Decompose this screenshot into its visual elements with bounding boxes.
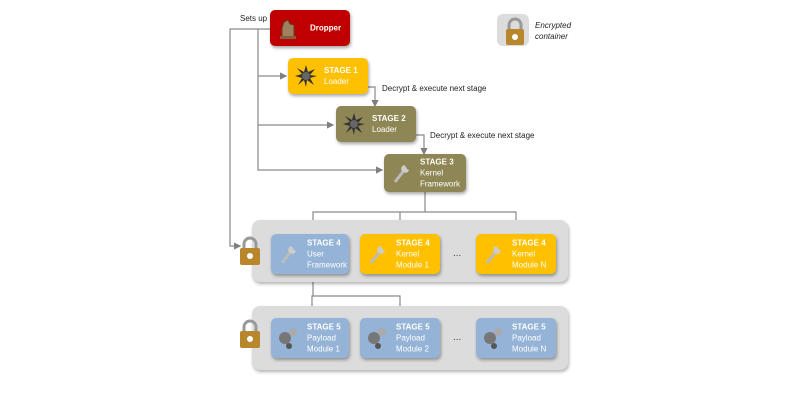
wrench-icon: [280, 246, 296, 264]
dropper-title: Dropper: [310, 23, 342, 33]
wrench-icon: [485, 246, 501, 264]
sets-up-label: Sets up: [240, 14, 268, 23]
stage5-line1: Payload: [307, 333, 336, 343]
decrypt-label-1: Decrypt & execute next stage: [382, 84, 487, 93]
stage4-line1: Kernel: [512, 249, 536, 259]
lock-icon: [240, 319, 260, 348]
legend-container-swatch: [497, 14, 529, 46]
stage5-line1: Payload: [512, 333, 541, 343]
stage5-line1: Payload: [396, 333, 425, 343]
wrench-icon: [393, 165, 409, 183]
stage4-line1: Kernel: [396, 249, 420, 259]
lock-icon: [240, 236, 260, 265]
stage5-title: STAGE 5: [307, 322, 341, 332]
stage1-subtitle: Loader: [324, 77, 349, 86]
stage5-title: STAGE 5: [396, 322, 430, 332]
stage1-box[interactable]: STAGE 1 Loader: [288, 58, 368, 94]
stage5-line2: Module 1: [307, 344, 340, 354]
stage2-subtitle: Loader: [372, 125, 397, 134]
spiked-mine-icon: [343, 113, 365, 135]
stage4-line2: Module 1: [396, 260, 429, 270]
stage4-line1: User: [307, 249, 324, 259]
stage3-line2: Framework: [420, 179, 461, 189]
decrypt-label-2: Decrypt & execute next stage: [430, 131, 535, 140]
spiked-mine-icon: [295, 65, 317, 87]
stage5-line2: Module 2: [396, 344, 429, 354]
dropper-box[interactable]: Dropper: [270, 10, 350, 46]
stage5-line2: Module N: [512, 344, 547, 354]
stage1-title: STAGE 1: [324, 66, 358, 75]
stage4-title: STAGE 4: [307, 238, 341, 248]
ellipsis: ...: [453, 248, 462, 259]
stage2-title: STAGE 2: [372, 114, 406, 123]
stage4-line2: Framework: [307, 260, 348, 270]
wrench-icon: [369, 246, 385, 264]
stage3-line1: Kernel: [420, 168, 444, 178]
stage4-title: STAGE 4: [396, 238, 430, 248]
stage3-title: STAGE 3: [420, 157, 454, 167]
ellipsis: ...: [453, 332, 462, 343]
gears-icon: [279, 328, 297, 349]
lock-icon: [506, 17, 524, 45]
stage4-line2: Module N: [512, 260, 547, 270]
trojan-horse-icon: [280, 19, 296, 39]
stage5-title: STAGE 5: [512, 322, 546, 332]
stage4-title: STAGE 4: [512, 238, 546, 248]
gears-icon: [484, 328, 502, 349]
gears-icon: [368, 328, 386, 349]
stage2-box[interactable]: STAGE 2 Loader: [336, 106, 416, 142]
